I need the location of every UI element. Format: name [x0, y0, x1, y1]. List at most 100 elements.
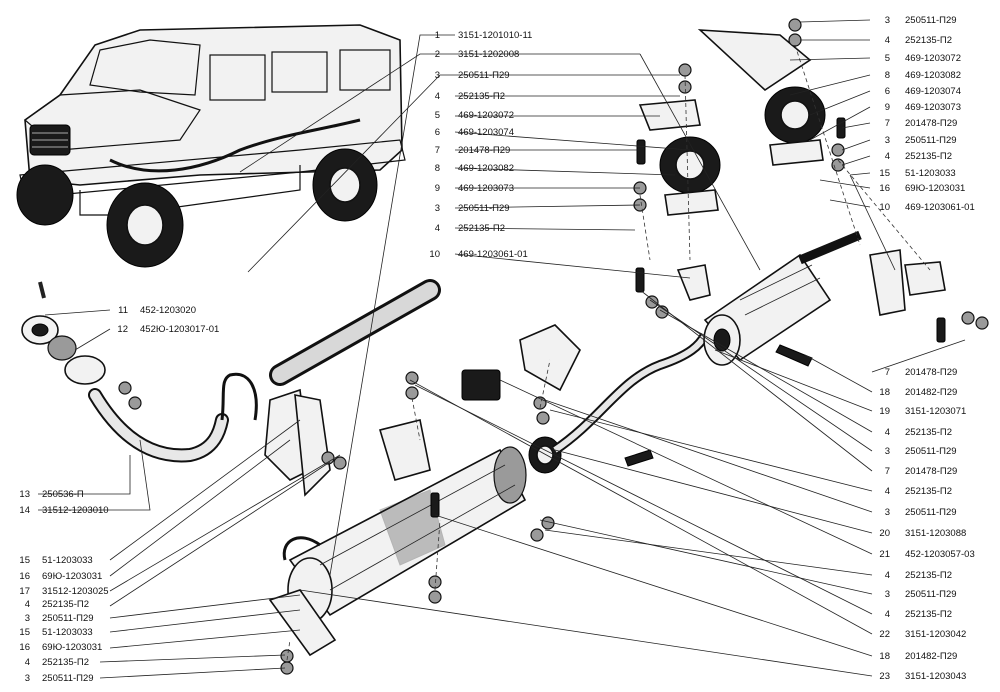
vehicle-illustration — [16, 24, 406, 268]
callout-code: 3151-1203088 — [905, 528, 966, 539]
callout-code: 69Ю-1203031 — [42, 571, 102, 582]
callout-num: 3 — [885, 507, 890, 518]
callout-code: 201478-П29 — [458, 145, 510, 156]
callout-num: 19 — [879, 406, 890, 417]
callout-num: 4 — [885, 570, 890, 581]
callout-num: 4 — [435, 91, 440, 102]
callout-code: 452-1203057-03 — [905, 549, 975, 560]
callout-code: 201478-П29 — [905, 367, 957, 378]
callout-code: 3151-1203071 — [905, 406, 966, 417]
callout-code: 469-1203074 — [905, 86, 961, 97]
callout-num: 8 — [885, 70, 890, 81]
callout-code: 469-1203073 — [458, 183, 514, 194]
callout-code: 469-1203082 — [905, 70, 961, 81]
callout-code: 452Ю-1203017-01 — [140, 324, 219, 335]
callout-code: 201478-П29 — [905, 466, 957, 477]
callout-num: 3 — [885, 589, 890, 600]
callout-num: 7 — [885, 367, 890, 378]
callout-num: 3 — [885, 15, 890, 26]
callout-code: 51-1203033 — [42, 627, 93, 638]
callout-num: 3 — [25, 613, 30, 624]
callout-code: 252135-П2 — [905, 609, 952, 620]
callout-num: 4 — [885, 609, 890, 620]
callout-code: 250511-П29 — [905, 589, 957, 600]
leader-lines — [38, 19, 966, 679]
callout-code: 469-1203061-01 — [458, 249, 528, 260]
callout-code: 252135-П2 — [905, 151, 952, 162]
callout-num: 17 — [19, 586, 30, 597]
callout-code: 469-1203072 — [905, 53, 961, 64]
callout-code: 250511-П29 — [905, 15, 957, 26]
callout-num: 7 — [435, 145, 440, 156]
callout-num: 16 — [19, 571, 30, 582]
callout-code: 51-1203033 — [905, 168, 956, 179]
callout-num: 9 — [885, 102, 890, 113]
rear-muffler — [703, 253, 832, 366]
callout-num: 21 — [879, 549, 890, 560]
callout-code: 250511-П29 — [905, 446, 957, 457]
callout-code: 252135-П2 — [458, 91, 505, 102]
callout-code: 250536-П — [42, 489, 84, 500]
callout-code: 250511-П29 — [905, 135, 957, 146]
callout-num: 4 — [885, 151, 890, 162]
callout-num: 12 — [117, 324, 128, 335]
callout-num: 22 — [879, 629, 890, 640]
callout-code: 31512-1203010 — [42, 505, 109, 516]
callout-num: 4 — [25, 599, 30, 610]
callout-num: 4 — [25, 657, 30, 668]
callout-num: 16 — [19, 642, 30, 653]
callout-code: 250511-П29 — [42, 673, 94, 684]
callout-num: 4 — [885, 427, 890, 438]
callout-num: 8 — [435, 163, 440, 174]
callout-num: 3 — [435, 70, 440, 81]
callout-code: 469-1203073 — [905, 102, 961, 113]
callout-num: 3 — [435, 203, 440, 214]
callout-num: 7 — [885, 466, 890, 477]
callout-num: 4 — [435, 223, 440, 234]
callout-num: 10 — [429, 249, 440, 260]
callout-num: 6 — [885, 86, 890, 97]
callout-code: 250511-П29 — [42, 613, 94, 624]
callout-num: 13 — [19, 489, 30, 500]
assembly-lines — [286, 44, 931, 661]
callout-code: 69Ю-1203031 — [42, 642, 102, 653]
callout-num: 7 — [885, 118, 890, 129]
callout-num: 18 — [879, 387, 890, 398]
callout-code: 252135-П2 — [905, 35, 952, 46]
callout-code: 252135-П2 — [905, 486, 952, 497]
callout-num: 4 — [885, 486, 890, 497]
callout-num: 15 — [19, 555, 30, 566]
callout-code: 3151-1202008 — [458, 49, 519, 60]
main-muffler — [287, 446, 527, 623]
callout-num: 5 — [435, 110, 440, 121]
callout-code: 250511-П29 — [458, 203, 510, 214]
callout-code: 31512-1203025 — [42, 586, 109, 597]
callout-code: 469-1203082 — [458, 163, 514, 174]
callout-num: 5 — [885, 53, 890, 64]
callout-code: 3151-1203043 — [905, 671, 966, 682]
callout-num: 4 — [885, 35, 890, 46]
callout-num: 15 — [879, 168, 890, 179]
callout-code: 469-1203074 — [458, 127, 514, 138]
callout-code: 3151-1203042 — [905, 629, 966, 640]
callout-code: 252135-П2 — [905, 570, 952, 581]
callout-code: 252135-П2 — [458, 223, 505, 234]
callout-code: 3151-1201010-11 — [458, 30, 532, 41]
callout-num: 9 — [435, 183, 440, 194]
callout-num: 15 — [19, 627, 30, 638]
callout-num: 23 — [879, 671, 890, 682]
callout-code: 69Ю-1203031 — [905, 183, 965, 194]
callout-code: 201482-П29 — [905, 387, 957, 398]
callout-code: 250511-П29 — [458, 70, 510, 81]
exhaust-parts — [21, 18, 989, 675]
callout-code: 201482-П29 — [905, 651, 957, 662]
callout-code: 452-1203020 — [140, 305, 196, 316]
callout-code: 252135-П2 — [42, 657, 89, 668]
callout-num: 11 — [118, 305, 128, 316]
callout-num: 10 — [879, 202, 890, 213]
callout-code: 469-1203072 — [458, 110, 514, 121]
callout-code: 201478-П29 — [905, 118, 957, 129]
callout-labels: 1 3151-1201010-11 2 3151-1202008 3 25051… — [19, 15, 974, 684]
callout-num: 3 — [25, 673, 30, 684]
